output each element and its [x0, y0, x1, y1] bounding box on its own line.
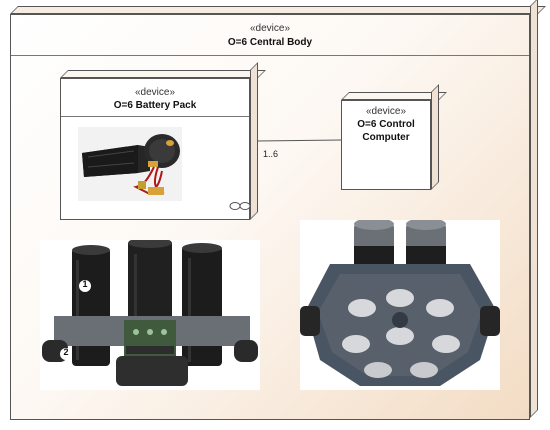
central-body-divider [11, 55, 529, 56]
control-computer-title-line1: O=6 Control [357, 119, 415, 130]
central-body-side-face [530, 0, 538, 418]
association-line[interactable] [250, 136, 345, 146]
marker-1-label: 1 [82, 279, 88, 289]
battery-cluster-image [42, 240, 258, 386]
battery-image [78, 127, 182, 201]
battery-pack-divider [61, 116, 249, 117]
battery-pack-front: «device» O=6 Battery Pack [60, 78, 251, 220]
control-computer-stereotype: «device» [365, 106, 407, 117]
battery-pack-top-face [60, 70, 266, 78]
control-computer-front: «device» O=6 Control Computer [341, 100, 431, 190]
marker-2-label: 2 [63, 347, 69, 357]
component-icon [229, 202, 251, 210]
central-frame-image [300, 220, 500, 386]
central-body-title: O=6 Central Body [227, 37, 313, 48]
central-body-stereotype: «device» [249, 23, 291, 34]
battery-pack-title: O=6 Battery Pack [113, 100, 197, 111]
association-multiplicity: 1..6 [263, 149, 279, 159]
control-computer-title-line2: Computer [362, 132, 410, 143]
control-computer-side-face [431, 84, 439, 190]
central-body-top-face [10, 6, 546, 14]
battery-cluster-render: 1 2 [40, 240, 260, 390]
battery-pack-photo [78, 127, 182, 201]
central-frame-render [300, 220, 500, 390]
battery-pack-stereotype: «device» [134, 87, 176, 98]
